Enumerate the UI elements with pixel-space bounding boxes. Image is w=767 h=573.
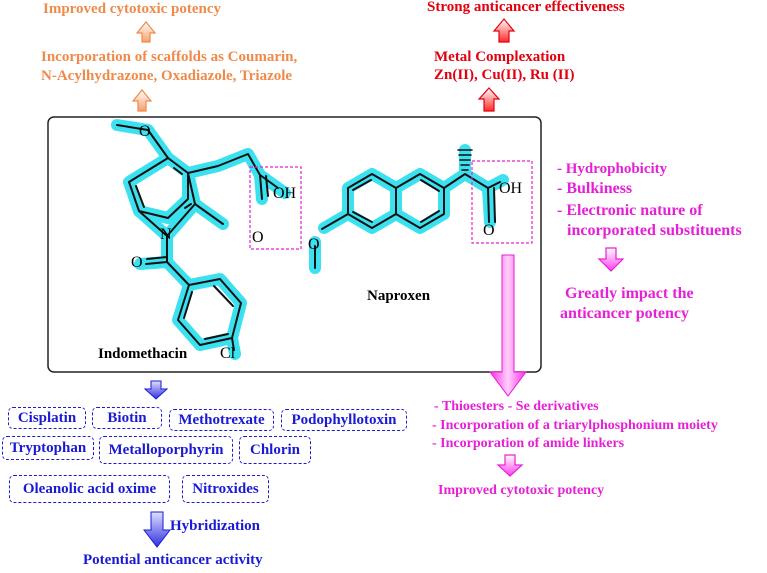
naproxen-mods-result: Improved cytotoxic potency (438, 483, 605, 498)
indomethacin-acid-highlight (249, 166, 302, 250)
naproxen-methoxy-o: O (308, 236, 320, 253)
naproxen-oh: OH (499, 180, 523, 197)
factors-result-line2: anticancer potency (560, 305, 690, 322)
factor-substituents: incorporated substituents (567, 222, 742, 239)
arrow-up-red-top (492, 18, 516, 43)
hybrid-metalloporphyrin: Metalloporphyrin (99, 436, 233, 464)
factor-electronic-nature: - Electronic nature of (557, 202, 703, 219)
hybrid-biotin: Biotin (92, 407, 162, 429)
hybrid-nitroxides: Nitroxides (182, 475, 269, 503)
factor-hydrophobicity: - Hydrophobicity (557, 161, 668, 177)
scaffold-incorporation-line1: Incorporation of scaffolds as Coumarin, (41, 49, 298, 65)
naproxen-structure (309, 144, 509, 274)
factor-bulkiness: - Bulkiness (557, 180, 633, 197)
metal-complexation-label: Metal Complexation (434, 49, 566, 65)
top-right-outcome: Strong anticancer effectiveness (427, 0, 625, 15)
indomethacin-carbonyl-o: O (252, 229, 264, 246)
hybrid-cisplatin: Cisplatin (8, 407, 86, 429)
arrow-down-magenta-mods (496, 454, 524, 477)
hybrid-podophyllotoxin: Podophyllotoxin (281, 409, 407, 431)
indomethacin-label: Indomethacin (98, 346, 188, 362)
naproxen-carbonyl-o: O (483, 222, 495, 239)
hybridization-label: Hybridization (170, 518, 261, 534)
indomethacin-n: N (160, 226, 172, 243)
arrow-down-blue-hybridization (142, 511, 172, 548)
naproxen-mods-line1: - Thioesters - Se derivatives (434, 399, 599, 414)
hybrid-tryptophan: Tryptophan (2, 436, 94, 460)
arrow-up-red-bottom (477, 87, 501, 112)
scaffold-incorporation-line2: N-Acylhydrazone, Oxadiazole, Triazole (41, 68, 293, 84)
indomethacin-methoxy-o: O (139, 123, 151, 140)
hybrid-chlorin: Chlorin (239, 436, 311, 464)
arrow-down-magenta-factors (597, 247, 625, 272)
naproxen-acid-highlight (471, 160, 533, 244)
indomethacin-oh: OH (273, 185, 297, 202)
potential-anticancer-activity: Potential anticancer activity (83, 552, 263, 568)
hybrid-methotrexate: Methotrexate (169, 409, 274, 431)
arrow-up-orange-top (135, 21, 157, 43)
hybrid-oleanolic-acid-oxime: Oleanolic acid oxime (9, 475, 170, 503)
indomethacin-structure (111, 119, 291, 360)
top-left-outcome: Improved cytotoxic potency (43, 1, 222, 17)
naproxen-mods-line2: - Incorporation of a triarylphosphonium … (432, 418, 718, 433)
arrow-up-orange-bottom (131, 89, 153, 112)
naproxen-mods-line3: - Incorporation of amide linkers (432, 436, 625, 451)
molecule-frame (47, 116, 542, 373)
metal-ions-label: Zn(II), Cu(II), Ru (II) (434, 67, 575, 83)
factors-result-line1: Greatly impact the (565, 285, 694, 302)
indomethacin-cl: Cl (220, 345, 236, 362)
indomethacin-amide-o: O (131, 254, 143, 271)
naproxen-label: Naproxen (367, 288, 431, 304)
arrow-down-blue-top (143, 380, 169, 400)
arrow-down-magenta-long (489, 254, 527, 397)
